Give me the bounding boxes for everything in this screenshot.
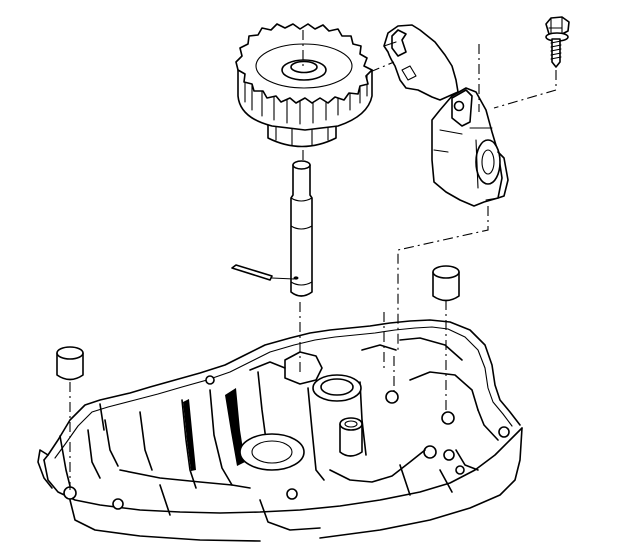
dowel-right (432, 265, 460, 412)
gear (235, 23, 373, 148)
pin (231, 264, 295, 281)
shaft (290, 150, 313, 375)
bracket (369, 24, 509, 392)
bolt (493, 16, 570, 109)
housing (37, 319, 523, 542)
dowel-left (56, 346, 84, 490)
